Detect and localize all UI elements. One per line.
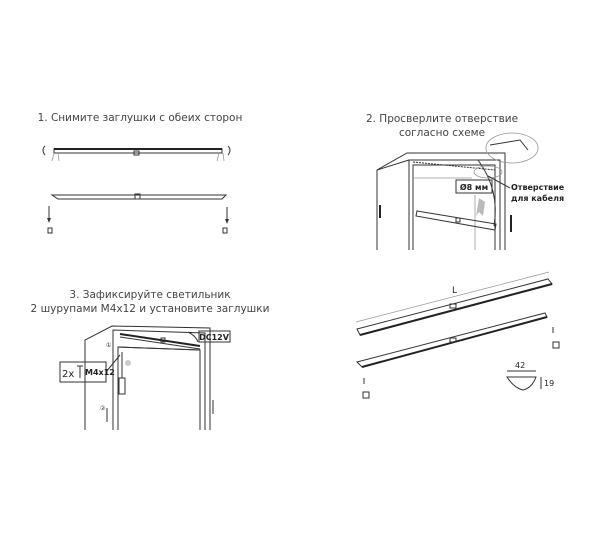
light-bar <box>119 333 201 350</box>
step-marker-2: ② <box>100 405 106 412</box>
step-3-title-line1: 3. Зафиксируйте светильник <box>69 289 230 301</box>
power-cable <box>187 331 199 343</box>
cabinet <box>84 325 211 430</box>
light-bar-with-caps <box>42 145 231 162</box>
power-label-box <box>198 330 231 343</box>
screw-size: M4x12 <box>85 368 115 377</box>
profile-cross-section: 42 19 <box>506 361 554 391</box>
profile-height-label: 19 <box>544 379 554 388</box>
profile-width-label: 42 <box>515 361 525 370</box>
step-marker-1: ① <box>106 342 111 349</box>
light-bar-without-caps <box>50 193 228 200</box>
screw-quantity: 2x <box>62 369 74 380</box>
end-caps <box>362 327 560 399</box>
length-label: L <box>452 286 457 296</box>
power-label: DC12V <box>199 333 230 342</box>
cable-hole-label-line1: Отверствие <box>511 183 565 192</box>
end-cap-right <box>222 207 229 234</box>
cable-hole-label-line2: для кабеля <box>511 193 564 203</box>
step-2-title-line2: согласно схеме <box>399 127 485 139</box>
step-3: 3. Зафиксируйте светильник 2 шурупами M4… <box>31 289 270 430</box>
step-2-title-line1: 2. Просверлите отверствие <box>366 113 518 125</box>
hole-diameter-label: Ø8 мм <box>460 182 488 192</box>
hole-diameter-box <box>455 179 493 194</box>
step-3-title-line2: 2 шурупами M4x12 и установите заглушки <box>31 303 270 315</box>
light-bar-assembled <box>356 278 553 336</box>
detail-zoom <box>473 132 539 179</box>
step-2: 2. Просверлите отверствие согласно схеме… <box>366 113 565 250</box>
step-4: L 42 19 <box>355 271 560 399</box>
end-cap-left <box>47 206 53 234</box>
drill-icon <box>476 198 485 216</box>
dimension-L: L <box>355 271 550 323</box>
step-1: 1. Снимите заглушки с обеих сторон <box>38 112 243 234</box>
light-bar <box>415 210 497 231</box>
cabinet <box>376 152 506 250</box>
screw-hole <box>125 360 131 366</box>
step-1-title: 1. Снимите заглушки с обеих сторон <box>38 112 243 124</box>
cable <box>477 159 496 227</box>
screw-spec-box: 2x M4x12 <box>59 354 121 383</box>
light-bar-profile <box>356 312 548 368</box>
screw-icon <box>77 365 83 378</box>
screwdriver-icon <box>118 352 126 395</box>
